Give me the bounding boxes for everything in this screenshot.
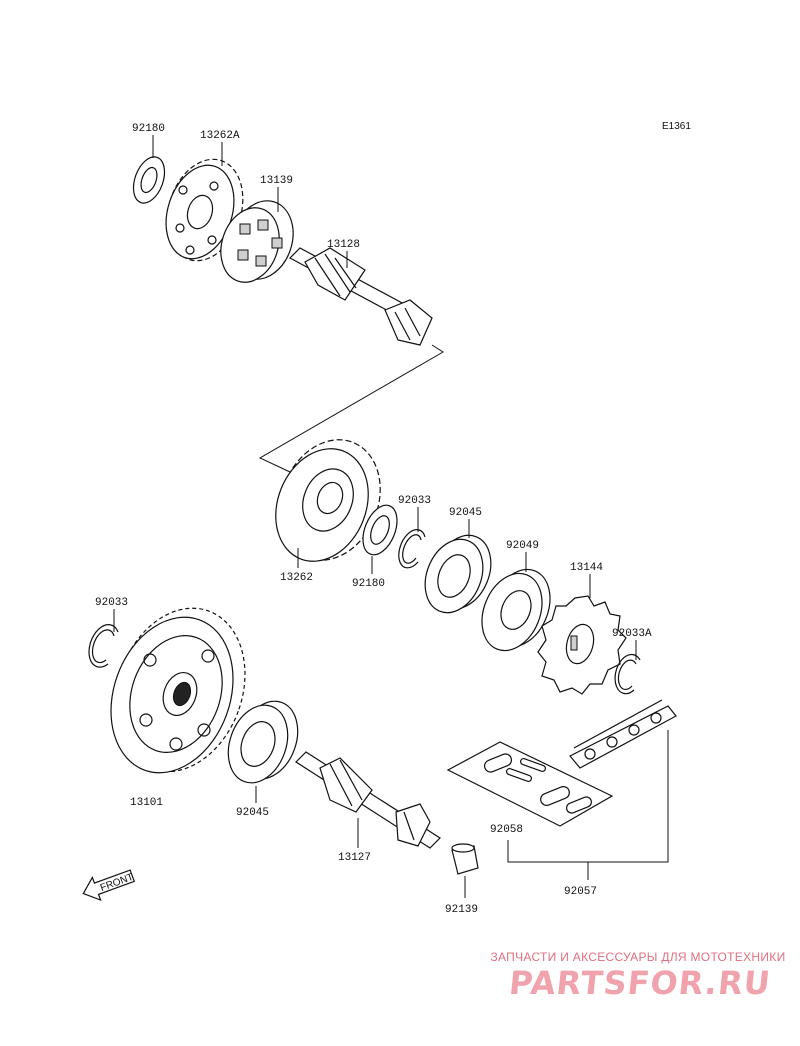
label-13128: 13128 [327, 239, 360, 251]
washer-92180-mid [362, 504, 398, 556]
shaft-13127 [295, 751, 441, 849]
gear-13101 [110, 607, 246, 774]
label-13127: 13127 [338, 852, 371, 864]
label-92057: 92057 [564, 886, 597, 898]
label-92139: 92139 [445, 904, 478, 916]
snap-ring-92033A [614, 653, 641, 695]
label-13144: 13144 [570, 562, 603, 574]
shaft-13128 [289, 247, 433, 346]
oil-seal-92049 [481, 568, 551, 652]
gear-13262 [275, 439, 381, 562]
bearing-92045-low [227, 700, 299, 784]
label-92033-mid: 92033 [398, 495, 431, 507]
sprocket-13144 [537, 595, 627, 695]
label-13101: 13101 [130, 797, 163, 809]
chain-joint-92058 [446, 741, 614, 827]
label-92045-mid: 92045 [449, 507, 482, 519]
label-92033-left: 92033 [95, 597, 128, 609]
bearing-92045-mid [424, 534, 492, 614]
watermark-logo: PARTSFOR.RU [507, 964, 773, 1002]
label-13262: 13262 [280, 572, 313, 584]
assembly-connector [258, 344, 444, 473]
diagram-code: E1361 [662, 121, 691, 132]
label-92058: 92058 [490, 824, 523, 836]
snap-ring-92033-mid [398, 529, 426, 569]
label-13262A: 13262A [200, 130, 240, 142]
front-arrow: FRONT [82, 869, 136, 902]
label-13139: 13139 [260, 175, 293, 187]
collar-92139 [451, 843, 479, 875]
washer-92180-top [132, 156, 166, 204]
label-92033A: 92033A [612, 628, 652, 640]
hub-13139 [220, 200, 294, 283]
watermark-tagline: ЗАПЧАСТИ И АКСЕССУАРЫ ДЛЯ МОТОТЕХНИКИ [490, 950, 786, 964]
label-92180-mid: 92180 [352, 578, 385, 590]
label-92045-low: 92045 [236, 807, 269, 819]
snap-ring-92033-left [88, 624, 119, 668]
label-92049: 92049 [506, 540, 539, 552]
drive-chain-92057 [569, 699, 677, 769]
label-92180-top: 92180 [132, 123, 165, 135]
